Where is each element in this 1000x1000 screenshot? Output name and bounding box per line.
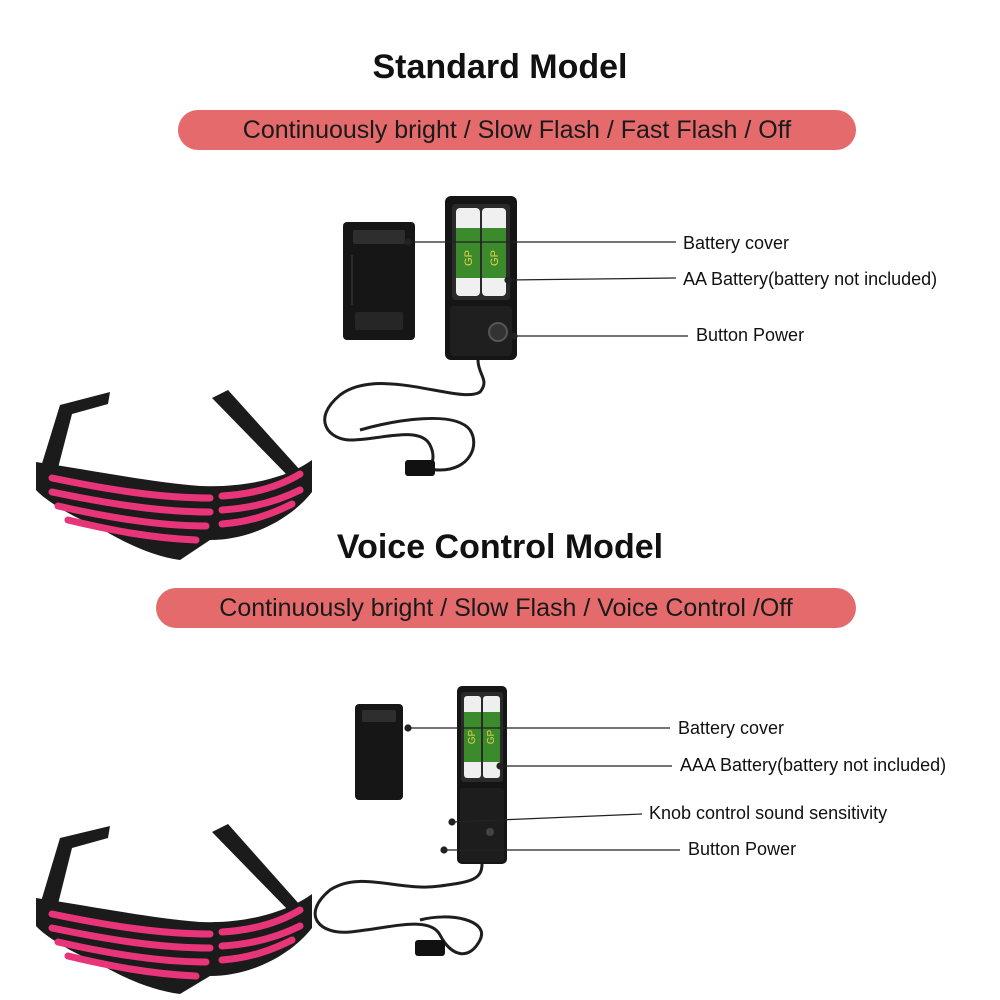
voice-battery-label: AAA Battery(battery not included) — [680, 755, 947, 775]
standard-glasses-image — [36, 390, 312, 560]
standard-connector — [405, 460, 435, 476]
voice-glasses-image — [36, 824, 312, 994]
voice-model-title: Voice Control Model — [336, 528, 664, 566]
standard-battery-brand: GP — [463, 250, 475, 266]
standard-battery-cover-label: Battery cover — [683, 233, 790, 253]
voice-connector — [415, 940, 445, 956]
standard-battery-box-image: GP GP — [445, 196, 517, 360]
svg-text:GP: GP — [489, 250, 501, 266]
svg-text:GP: GP — [486, 729, 497, 744]
voice-cable — [313, 863, 484, 956]
standard-battery-label: AA Battery(battery not included) — [683, 269, 938, 289]
standard-button-power-label: Button Power — [696, 325, 805, 345]
voice-battery-cover-label: Battery cover — [678, 718, 785, 738]
standard-callout-lines — [404, 238, 688, 340]
voice-battery-cover-image — [355, 704, 403, 800]
standard-modes-pill: Continuously bright / Slow Flash / Fast … — [178, 110, 856, 150]
voice-callout-lines — [404, 724, 680, 854]
voice-battery-brand: GP — [467, 729, 478, 744]
voice-knob-label: Knob control sound sensitivity — [649, 803, 888, 823]
standard-model-title: Standard Model — [372, 48, 628, 86]
standard-cable — [323, 359, 486, 472]
voice-modes-pill: Continuously bright / Slow Flash / Voice… — [156, 588, 856, 628]
voice-button-power-label: Button Power — [688, 839, 797, 859]
voice-battery-box-image: GP GP — [457, 686, 507, 864]
standard-battery-cover-image — [343, 222, 415, 340]
